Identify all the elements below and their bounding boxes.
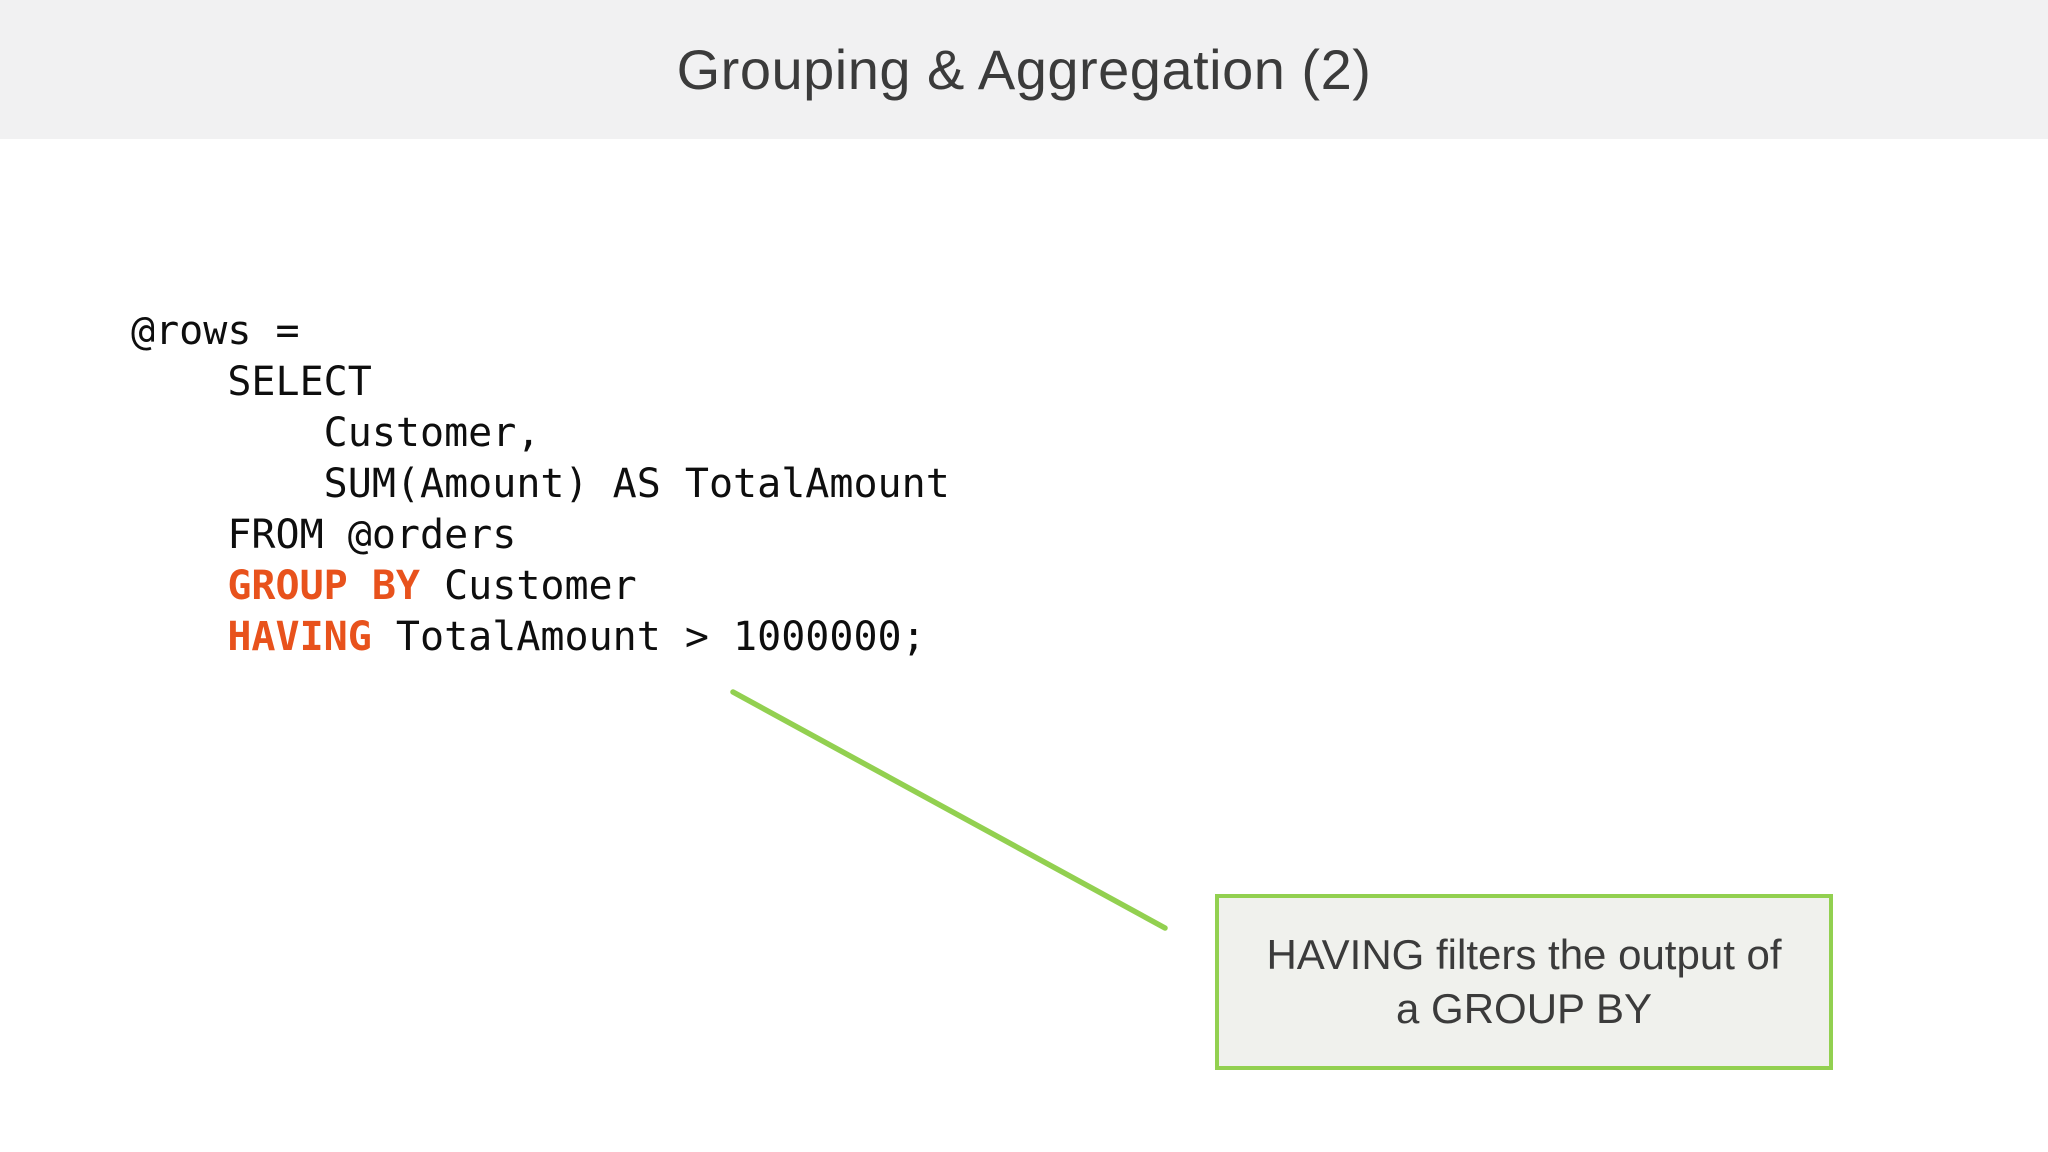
callout-text-line-2: a GROUP BY [1396, 985, 1652, 1032]
code-line: FROM @orders [131, 510, 950, 561]
code-line: GROUP BY Customer [131, 561, 950, 612]
callout-box: HAVING filters the output of a GROUP BY [1215, 894, 1833, 1070]
code-line: Customer, [131, 408, 950, 459]
code-text: FROM @orders [131, 512, 517, 558]
callout-text: HAVING filters the output of a GROUP BY [1266, 928, 1781, 1036]
sql-code-block: @rows = SELECT Customer, SUM(Amount) AS … [131, 306, 950, 663]
code-line: @rows = [131, 306, 950, 357]
slide-title: Grouping & Aggregation (2) [676, 38, 1372, 101]
slide-title-band: Grouping & Aggregation (2) [0, 0, 2048, 139]
code-text: Customer, [131, 410, 541, 456]
code-line: HAVING TotalAmount > 1000000; [131, 612, 950, 663]
code-text: @rows = [131, 308, 300, 354]
code-text: SUM(Amount) AS TotalAmount [131, 461, 950, 507]
code-text [131, 614, 227, 660]
code-text: SELECT [131, 359, 372, 405]
sql-keyword: HAVING [227, 614, 372, 660]
code-text: TotalAmount > 1000000; [371, 614, 926, 660]
callout-text-line-1: HAVING filters the output of [1266, 931, 1782, 978]
sql-keyword: GROUP BY [227, 563, 420, 609]
code-line: SUM(Amount) AS TotalAmount [131, 459, 950, 510]
code-text [131, 563, 227, 609]
code-line: SELECT [131, 357, 950, 408]
code-text: Customer [419, 563, 637, 609]
